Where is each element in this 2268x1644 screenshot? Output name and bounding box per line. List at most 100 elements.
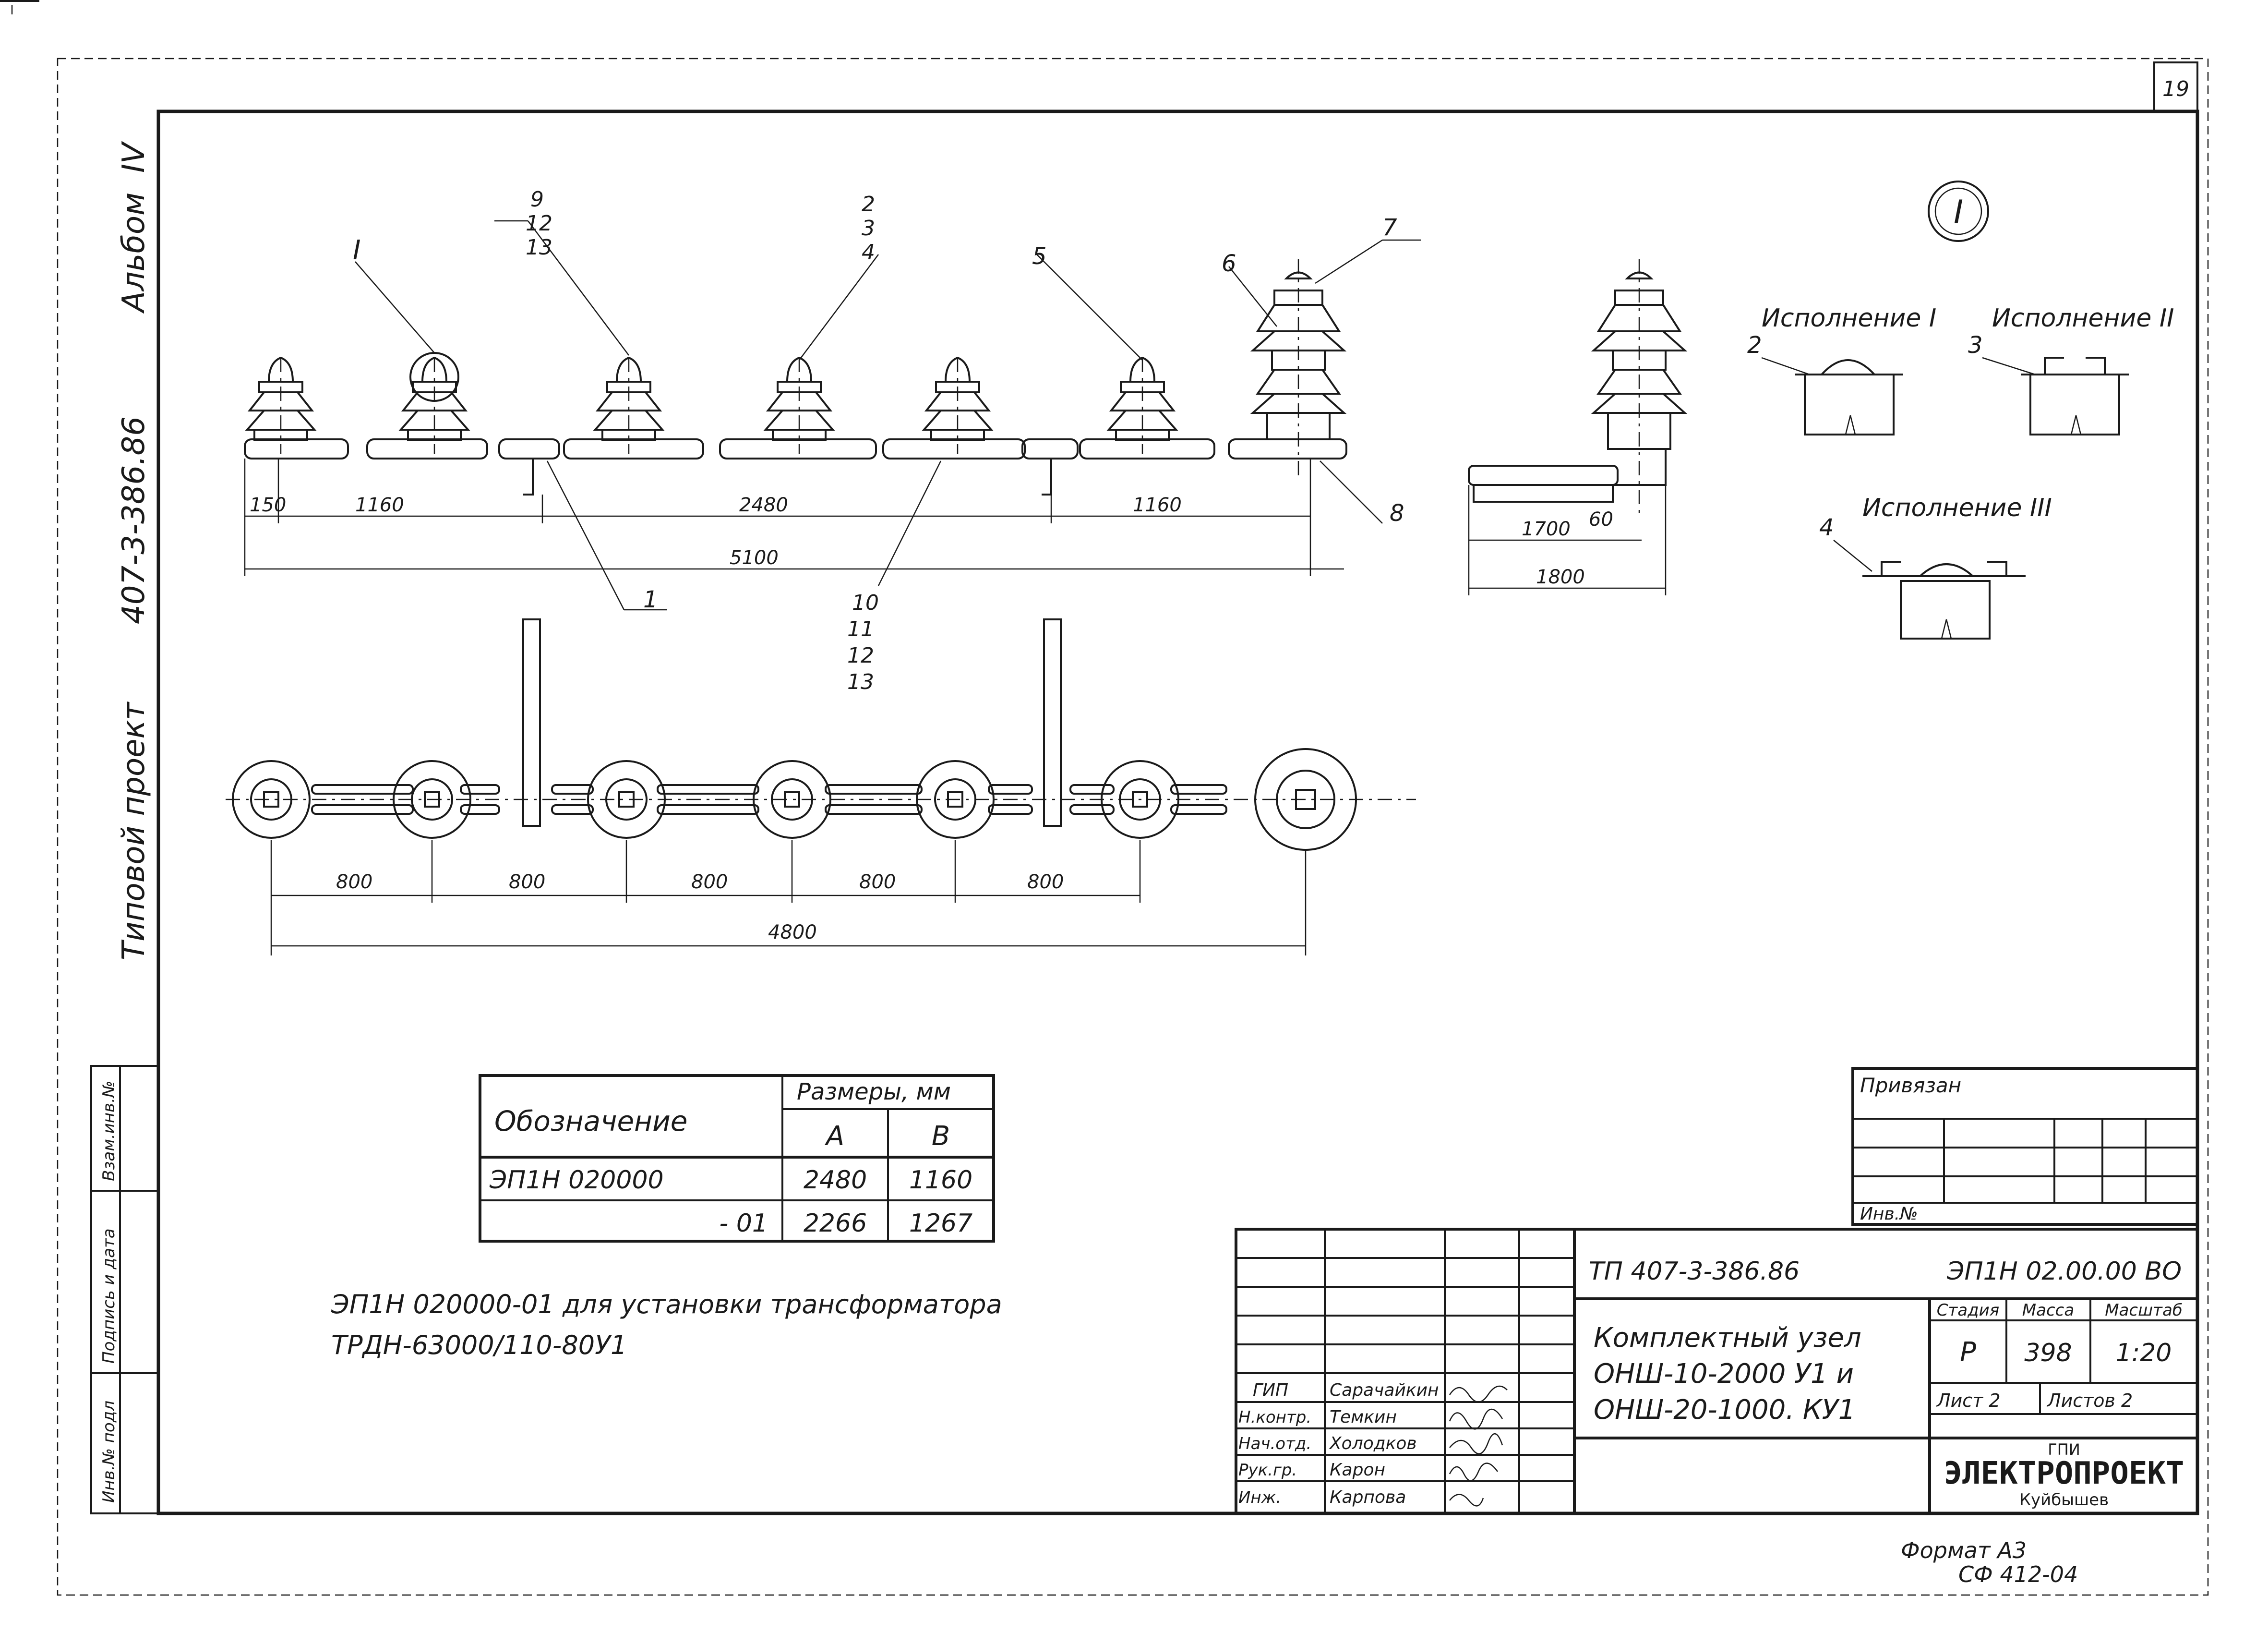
callout-13: 13 bbox=[526, 235, 552, 260]
stage-header: Стадия bbox=[1937, 1301, 1999, 1320]
callout-3: 3 bbox=[862, 216, 875, 241]
elevation-view: I 9 12 13 2 3 4 5 6 7 8 1 10 11 12 13 15… bbox=[0, 0, 1421, 694]
callout-11: 11 bbox=[847, 617, 874, 641]
inv-no-label: Инв.№ bbox=[1860, 1204, 1918, 1224]
callout-12b: 12 bbox=[847, 643, 874, 668]
page-number-box bbox=[2153, 61, 2198, 112]
doc-code: ЭП1Н 02.00.00 ВО bbox=[1946, 1257, 2182, 1286]
side-view: 1700 60 1800 bbox=[1468, 259, 1688, 595]
side-label-code: 407-3-386.86 bbox=[116, 416, 152, 624]
project-code: ТП 407-3-386.86 bbox=[1589, 1257, 1800, 1286]
callout-4: 4 bbox=[862, 240, 875, 265]
dim-5100: 5100 bbox=[730, 547, 779, 569]
detail-view: I Исполнение I 2 Исполнение II 3 bbox=[1747, 181, 2174, 640]
table-row-1-name: ЭП1Н 020000 bbox=[489, 1166, 664, 1195]
table-row-2-b: 1267 bbox=[909, 1209, 972, 1238]
signature-marks bbox=[1449, 1385, 1508, 1507]
side-label-project: Типовой проект bbox=[116, 701, 152, 960]
callout-1: 1 bbox=[643, 586, 658, 613]
strip-inv-podl: Инв.№ подл bbox=[99, 1401, 119, 1503]
sig-name-2: Темкин bbox=[1330, 1407, 1397, 1427]
dim-800-3: 800 bbox=[691, 871, 728, 893]
callout-2: 2 bbox=[862, 192, 875, 217]
dim-2480: 2480 bbox=[739, 494, 788, 516]
table-row-2-name: - 01 bbox=[720, 1209, 768, 1238]
table-row-2-a: 2266 bbox=[804, 1209, 867, 1238]
table-header-sizes: Размеры, мм bbox=[797, 1078, 951, 1105]
title-line-2: ОНШ-10-2000 У1 и bbox=[1594, 1358, 1854, 1390]
scale-value: 1:20 bbox=[2116, 1339, 2172, 1367]
dim-800-4: 800 bbox=[859, 871, 896, 893]
sheet-no: Лист 2 bbox=[1936, 1390, 2001, 1411]
stage-value: Р bbox=[1960, 1337, 1976, 1368]
dim-60: 60 bbox=[1589, 508, 1613, 531]
dim-150: 150 bbox=[250, 494, 286, 516]
variant-2-callout: 3 bbox=[1968, 332, 1983, 359]
callout-9: 9 bbox=[530, 187, 544, 212]
title-line-3: ОНШ-20-1000. КУ1 bbox=[1594, 1394, 1855, 1426]
sig-name-1: Сарачайкин bbox=[1330, 1380, 1439, 1400]
dim-1160-left: 1160 bbox=[355, 494, 404, 516]
note-line-2: ТРДН-63000/110-80У1 bbox=[331, 1330, 627, 1360]
table-row-1-b: 1160 bbox=[909, 1166, 972, 1195]
org-line-3: Куйбышев bbox=[2019, 1490, 2109, 1510]
mass-value: 398 bbox=[2024, 1339, 2072, 1367]
sig-name-5: Карпова bbox=[1330, 1487, 1406, 1507]
side-label-album: Альбом bbox=[116, 193, 152, 314]
sig-role-4: Рук.гр. bbox=[1238, 1461, 1297, 1480]
dim-800-5: 800 bbox=[1027, 871, 1064, 893]
detail-circle-label: I bbox=[1954, 193, 1963, 231]
dim-1160-right: 1160 bbox=[1133, 494, 1182, 516]
spec-table: Обозначение Размеры, мм A B ЭП1Н 020000 … bbox=[479, 1074, 995, 1243]
side-label-album-no: IV bbox=[116, 141, 152, 173]
callout-10: 10 bbox=[852, 591, 879, 615]
trim-line bbox=[57, 58, 2209, 1596]
variant-3-callout: 4 bbox=[1819, 514, 1834, 541]
callout-8: 8 bbox=[1390, 500, 1404, 527]
sig-role-3: Нач.отд. bbox=[1238, 1434, 1311, 1453]
dim-1700: 1700 bbox=[1522, 518, 1571, 540]
title-line-1: Комплектный узел bbox=[1594, 1322, 1861, 1354]
callout-6: 6 bbox=[1222, 250, 1236, 277]
table-header-name: Обозначение bbox=[494, 1105, 687, 1137]
dim-800-1: 800 bbox=[336, 871, 372, 893]
side-labels: Типовой проект 407-3-386.86 Альбом IV bbox=[116, 141, 152, 960]
variant-3-label: Исполнение III bbox=[1862, 494, 2052, 522]
mass-header: Масса bbox=[2022, 1301, 2074, 1320]
sheet-frame bbox=[156, 109, 2199, 1515]
scale-header: Масштаб bbox=[2105, 1301, 2183, 1320]
plan-view: 800 800 800 800 800 4800 bbox=[226, 618, 1416, 955]
sig-name-4: Карон bbox=[1330, 1460, 1385, 1480]
callout-13b: 13 bbox=[847, 670, 874, 694]
callout-7: 7 bbox=[1382, 214, 1397, 241]
table-row-1-a: 2480 bbox=[804, 1166, 867, 1195]
sheets-count: Листов 2 bbox=[2046, 1390, 2133, 1411]
sig-name-3: Холодков bbox=[1329, 1434, 1417, 1453]
sig-role-5: Инж. bbox=[1238, 1488, 1281, 1507]
dim-800-2: 800 bbox=[509, 871, 545, 893]
title-block: Привязан Инв.№ ГИП Сарачайк bbox=[1235, 1067, 2199, 1515]
strip-vzam: Взам.инв.№ bbox=[99, 1081, 119, 1181]
sig-role-2: Н.контр. bbox=[1238, 1408, 1311, 1427]
page-number: 19 bbox=[2162, 77, 2189, 101]
format-line-2: СФ 412-04 bbox=[1958, 1561, 2078, 1587]
variant-2-label: Исполнение II bbox=[1992, 304, 2174, 333]
table-col-a: A bbox=[825, 1121, 844, 1152]
callout-node-I: I bbox=[353, 235, 361, 266]
org-line-1: ГПИ bbox=[2048, 1440, 2080, 1459]
format-line-1: Формат А3 bbox=[1901, 1537, 2027, 1563]
dim-4800: 4800 bbox=[768, 921, 817, 943]
left-strip: Инв.№ подл Подпись и дата Взам.инв.№ bbox=[90, 1065, 159, 1514]
strip-sign-date: Подпись и дата bbox=[99, 1228, 119, 1364]
sig-role-1: ГИП bbox=[1253, 1380, 1288, 1400]
variant-1-label: Исполнение I bbox=[1762, 304, 1936, 333]
note-line-1: ЭП1Н 020000-01 для установки трансформат… bbox=[331, 1289, 1002, 1319]
privyazan-label: Привязан bbox=[1860, 1074, 1961, 1097]
table-col-b: B bbox=[932, 1121, 950, 1152]
variant-1-callout: 2 bbox=[1747, 332, 1762, 359]
dim-1800: 1800 bbox=[1536, 566, 1585, 588]
callout-12: 12 bbox=[526, 211, 552, 236]
org-line-2: ЭЛЕКТРОПРОЕКТ bbox=[1944, 1456, 2184, 1491]
